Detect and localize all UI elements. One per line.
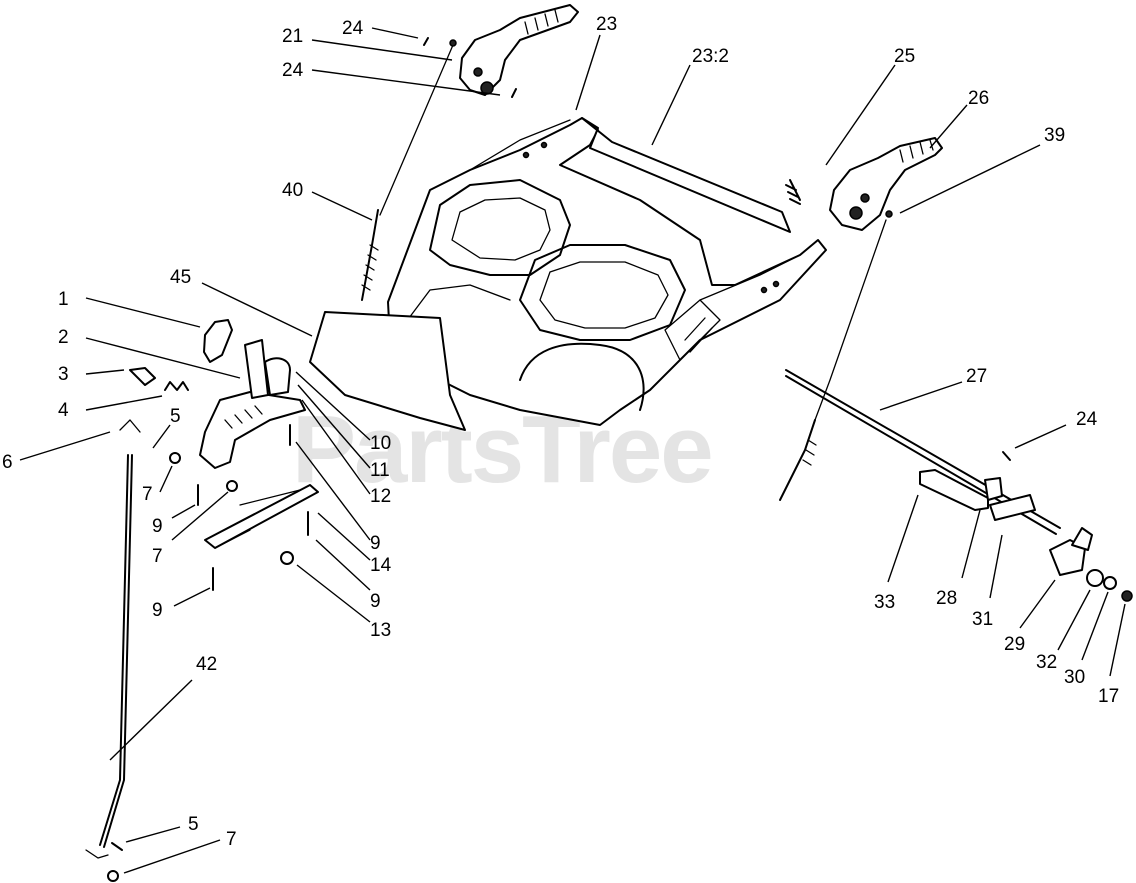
callout-9: 9 xyxy=(152,600,163,621)
callout-10: 10 xyxy=(370,433,391,454)
callout-45: 45 xyxy=(170,267,191,288)
callout-24: 24 xyxy=(342,18,364,39)
callout-3: 3 xyxy=(58,364,69,385)
callout-7: 7 xyxy=(142,484,153,505)
callout-39: 39 xyxy=(1044,125,1065,146)
watermark-text: PartsTree xyxy=(292,396,712,503)
callout-27: 27 xyxy=(966,366,987,387)
callout-17: 17 xyxy=(1098,686,1119,707)
callout-13: 13 xyxy=(370,620,391,641)
callout-25: 25 xyxy=(894,46,915,67)
callout-21: 21 xyxy=(282,26,303,47)
callout-4: 4 xyxy=(58,400,69,421)
callout-7: 7 xyxy=(226,829,237,850)
callout-11: 11 xyxy=(370,460,390,481)
callout-12: 12 xyxy=(370,486,391,507)
cross-shaft-assembly xyxy=(785,369,1133,602)
callout-6: 6 xyxy=(2,452,13,473)
deflector-shield xyxy=(309,311,466,431)
callout-42: 42 xyxy=(196,654,217,675)
callout-26: 26 xyxy=(968,88,989,109)
callout-9: 9 xyxy=(370,533,381,554)
callout-1: 1 xyxy=(58,289,69,310)
shift-rod xyxy=(85,454,133,882)
callout-labels: 1 2 3 4 5 6 7 9 7 9 10 11 12 9 14 9 13 4… xyxy=(2,14,1119,850)
callout-5: 5 xyxy=(170,406,181,427)
callout-32: 32 xyxy=(1036,652,1057,673)
callout-2: 2 xyxy=(58,327,69,348)
panel-cover-plate xyxy=(581,117,791,233)
callout-14: 14 xyxy=(370,555,392,576)
callout-23-2: 23:2 xyxy=(692,46,729,67)
callout-30: 30 xyxy=(1064,667,1085,688)
callout-29: 29 xyxy=(1004,634,1025,655)
callout-40: 40 xyxy=(282,180,303,201)
callout-23: 23 xyxy=(596,14,617,35)
callout-24: 24 xyxy=(1076,409,1098,430)
control-panel-housing xyxy=(387,117,827,426)
right-handle-assembly xyxy=(779,137,943,501)
callout-33: 33 xyxy=(874,592,895,613)
callout-31: 31 xyxy=(972,609,993,630)
callout-9: 9 xyxy=(152,516,163,537)
callout-24: 24 xyxy=(282,60,304,81)
callout-7: 7 xyxy=(152,546,163,567)
callout-9: 9 xyxy=(370,591,381,612)
shift-lever-bracket-assembly xyxy=(119,319,319,591)
leader-lines xyxy=(19,27,1126,874)
callout-28: 28 xyxy=(936,588,957,609)
callout-5: 5 xyxy=(188,814,199,835)
